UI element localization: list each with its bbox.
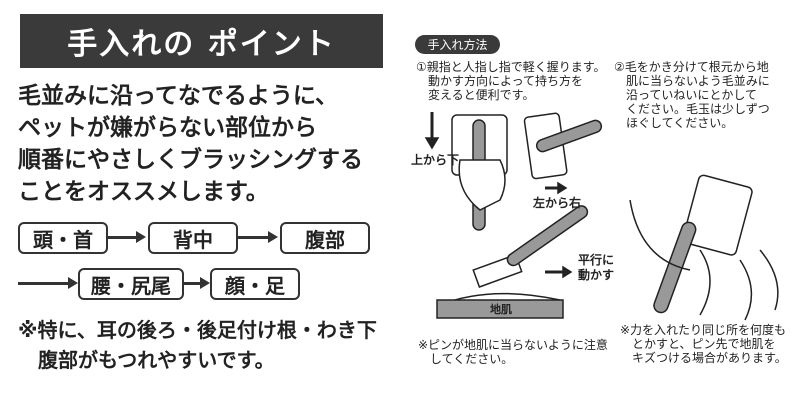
method-title: 手入れ方法: [415, 35, 500, 54]
arrow-icon: [106, 231, 146, 243]
label-parallel: 平行に 動かす: [578, 253, 615, 282]
arrow-icon: [236, 231, 278, 243]
tangle-note: ※特に、耳の後ろ・後足付け根・わき下 腹部がもつれやすいです。: [18, 318, 377, 372]
step-2-text: ②毛をかき分けて根元から地 肌に当らないよう毛並みに 沿っていねいにとかして く…: [614, 60, 770, 130]
flow-step-face-feet: 顔・足: [210, 268, 300, 300]
arrow-icon: [18, 277, 78, 289]
flow-step-back: 背中: [148, 222, 238, 254]
flow-step-head-neck: 頭・首: [18, 222, 108, 254]
intro-text: 毛並みに沿ってなでるように、 ペットが嫌がらない部位から 順番にやさしくブラッシ…: [18, 83, 363, 205]
brushing-illustration: [424, 112, 779, 321]
label-skin: 地肌: [490, 303, 512, 316]
arrow-icon: [182, 277, 210, 289]
flow-step-waist-tail: 腰・尻尾: [78, 268, 184, 300]
pin-note: ※ピンが地肌に当らないように注意 してください。: [418, 338, 608, 366]
label-left-right: 左から右: [533, 196, 582, 210]
label-top-down: 上から下: [411, 153, 460, 167]
flow-step-belly: 腹部: [280, 222, 370, 254]
force-note: ※力を入れたり同じ所を何度も とかすと、ピン先で地肌を キズつける場合があります…: [620, 323, 787, 365]
section-title: 手入れの ポイント: [20, 14, 383, 68]
step-1-text: ①親指と人指し指で軽く握ります。 動かす方向によって持ち方を 変えると便利です。: [416, 60, 606, 102]
